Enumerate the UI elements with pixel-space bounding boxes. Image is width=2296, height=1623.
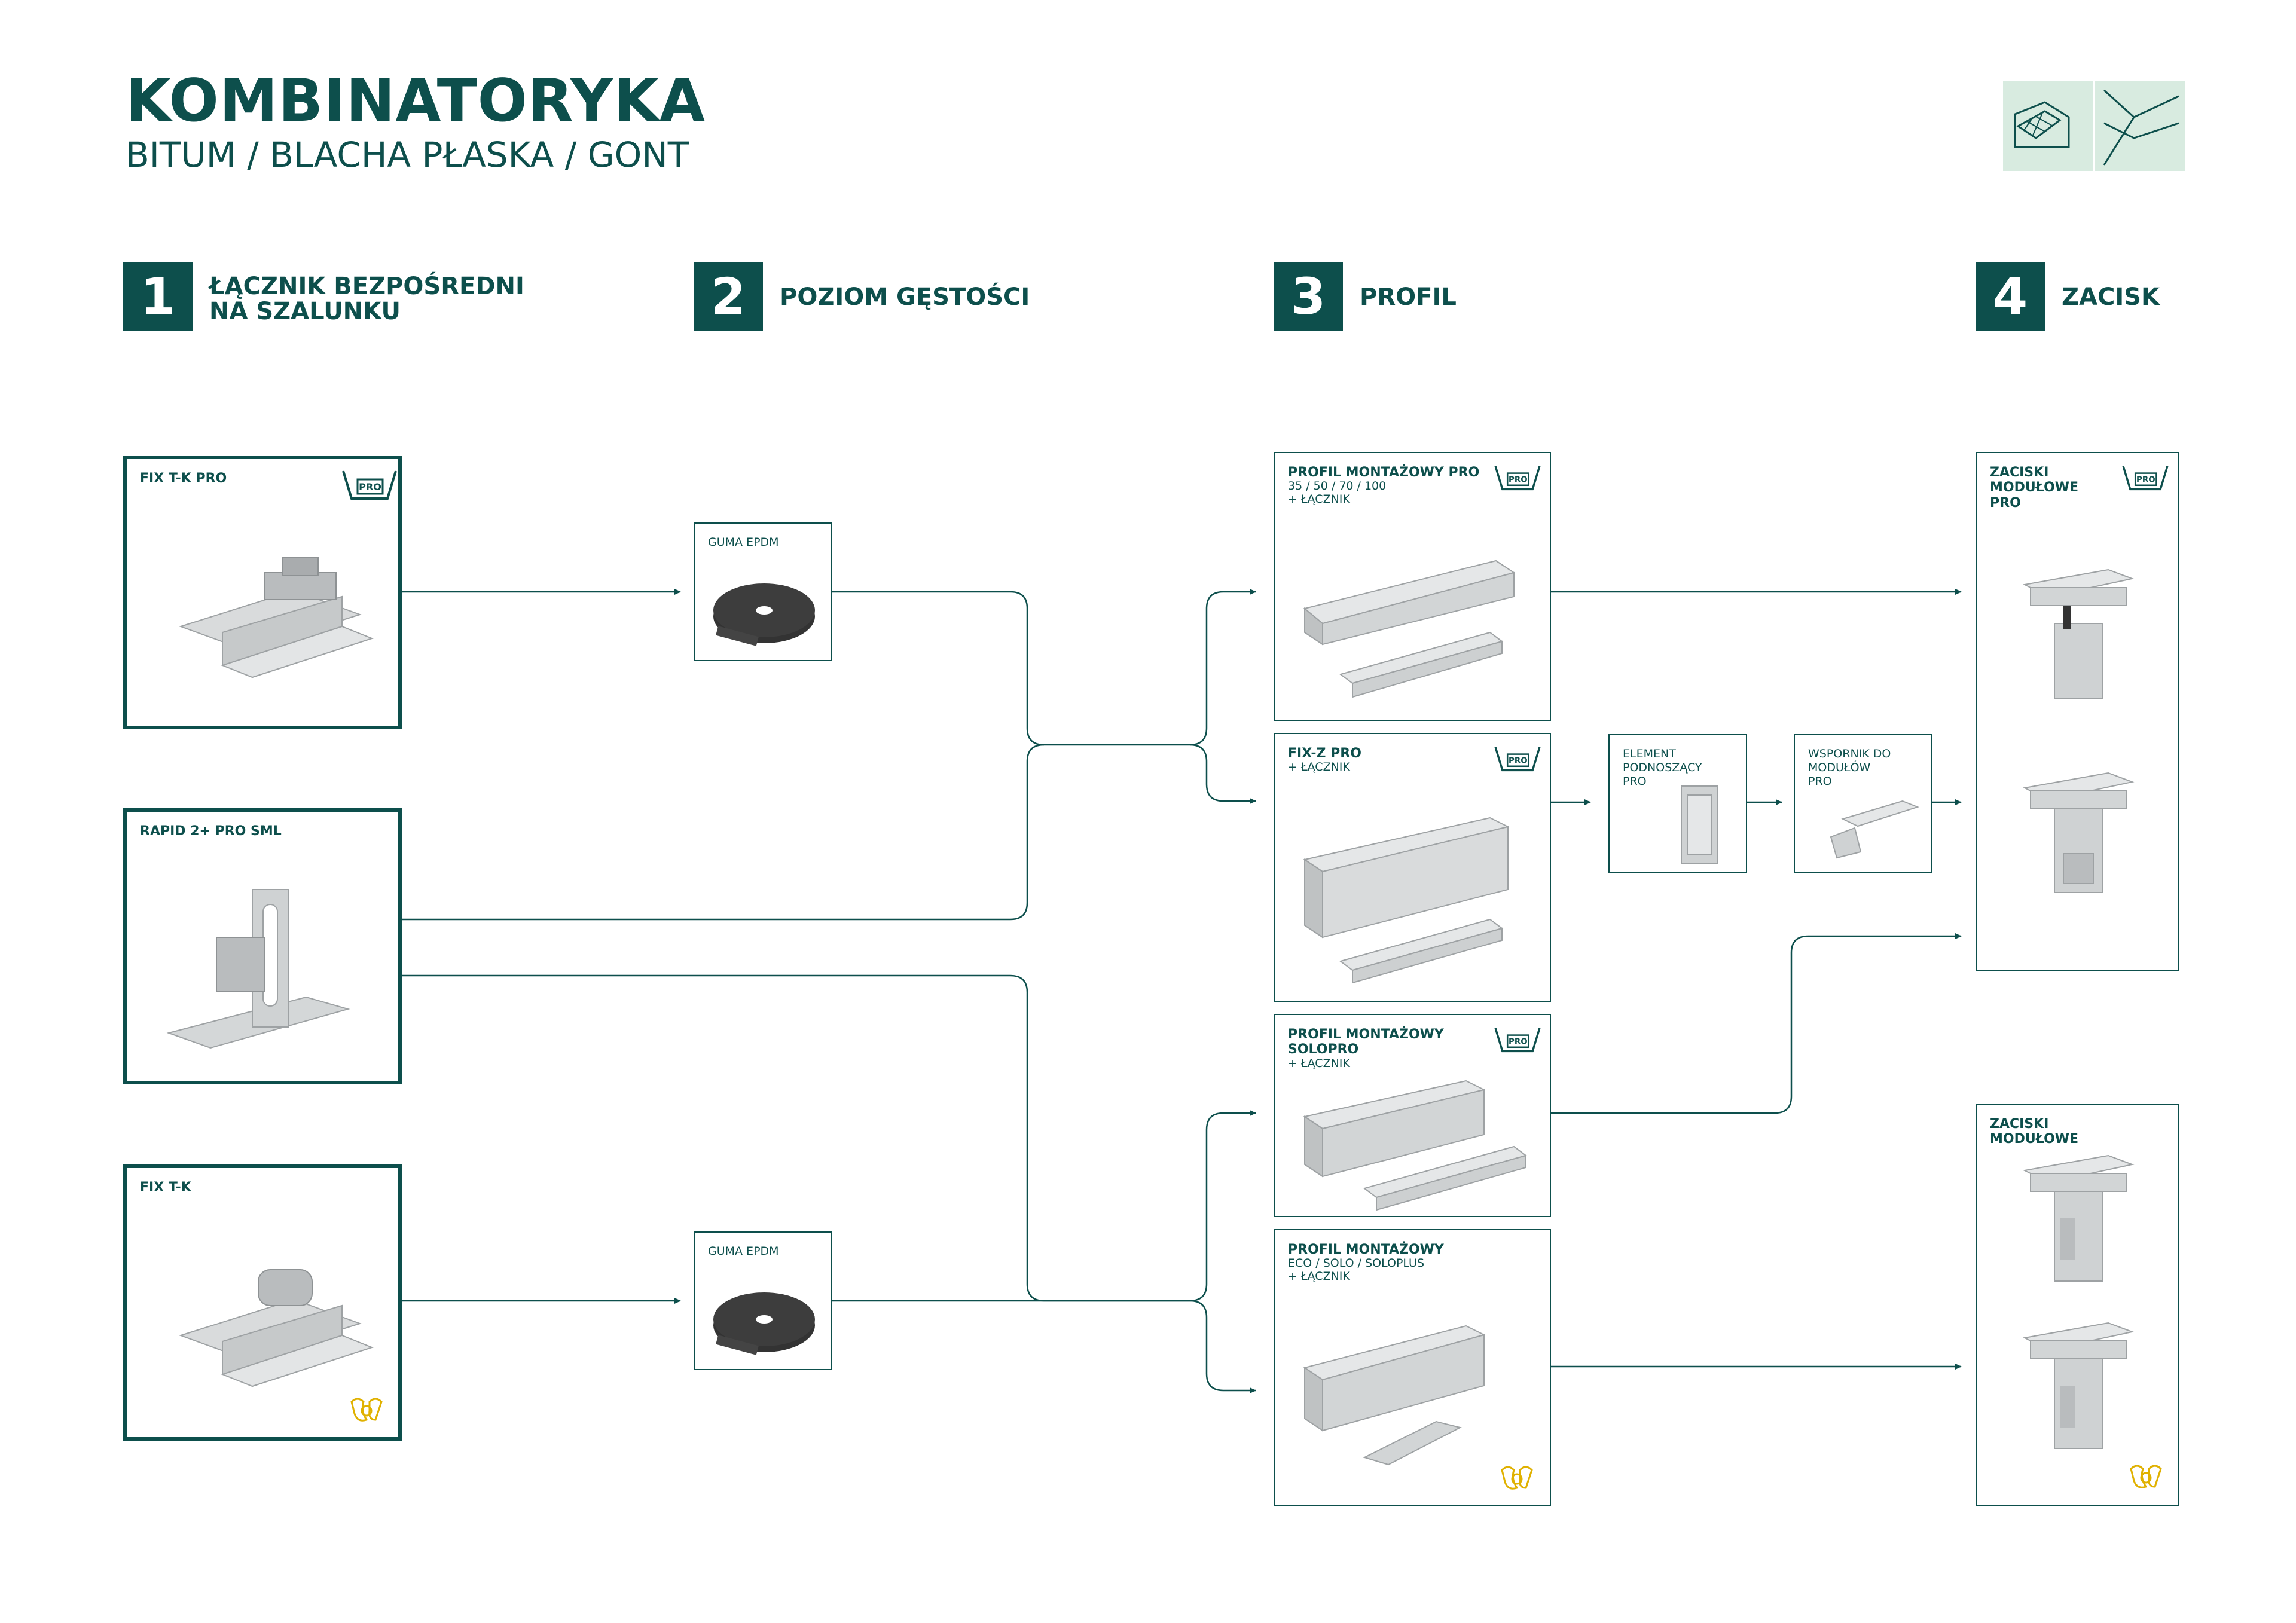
step-1-label-line1: ŁĄCZNIK BEZPOŚREDNI [209, 273, 524, 300]
fix-tk-pro-image [178, 557, 374, 678]
card-line3: PRO [1808, 774, 1832, 788]
connector-merge-solopro [1189, 1110, 1256, 1302]
card-guma-epdm-2[interactable]: GUMA EPDM [694, 1231, 832, 1370]
mid-clamp-pro-image [2022, 772, 2135, 893]
card-line2: MODUŁOWE [1990, 1132, 2079, 1147]
card-line1: WSPORNIK DO [1808, 747, 1891, 760]
pro-badge-icon: PRO [1494, 1028, 1541, 1053]
connector-guma-merge [832, 591, 1190, 746]
card-zaciski-modulowe[interactable]: ZACISKI MODUŁOWE [1976, 1104, 2179, 1506]
card-line1: ZACISKI [1990, 1117, 2049, 1132]
connector-merge-fixz [1189, 744, 1256, 804]
connector-rapid-lower [401, 974, 1190, 1302]
card-wspornik[interactable]: WSPORNIK DO MODUŁÓW PRO [1794, 734, 1932, 873]
mid-clamp-image [2022, 1322, 2135, 1449]
card-title: ZACISKI MODUŁOWE [1990, 1117, 2078, 1147]
page-title: KOMBINATORYKA [126, 67, 706, 135]
solopro-image [1303, 1080, 1528, 1211]
end-clamp-pro-image [2022, 568, 2135, 699]
card-line1: ELEMENT [1623, 747, 1676, 760]
card-title: FIX-Z PRO + ŁĄCZNIK [1288, 746, 1361, 774]
certification-icon [2130, 1465, 2162, 1488]
step-1-label: ŁĄCZNIK BEZPOŚREDNI NA SZALUNKU [209, 274, 524, 324]
card-title: ZACISKI MODUŁOWE PRO [1990, 465, 2078, 511]
card-title: PROFIL MONTAŻOWY SOLOPRO + ŁĄCZNIK [1288, 1027, 1444, 1070]
pro-badge-text: PRO [359, 481, 381, 493]
card-sub-1: + ŁĄCZNIK [1288, 760, 1350, 774]
step-2-number: 2 [694, 262, 763, 331]
card-sub-1: 35 / 50 / 70 / 100 [1288, 479, 1387, 493]
card-line2: MODUŁOWE [1990, 480, 2079, 496]
step-2-label: POZIOM GĘSTOŚCI [780, 283, 1030, 311]
card-title-line1: PROFIL MONTAŻOWY [1288, 1027, 1444, 1042]
card-sub-2: + ŁĄCZNIK [1288, 1270, 1350, 1283]
profil-pro-image [1303, 560, 1516, 698]
card-profil-montazowy-pro[interactable]: PROFIL MONTAŻOWY PRO 35 / 50 / 70 / 100 … [1274, 452, 1551, 721]
card-line1: ZACISKI [1990, 465, 2049, 480]
fix-z-pro-image [1303, 817, 1510, 984]
card-fix-tk[interactable]: FIX T-K [123, 1164, 402, 1441]
rapid-image [166, 889, 350, 1049]
card-line2: MODUŁÓW [1808, 760, 1871, 774]
epdm-roll-image [713, 583, 815, 646]
pro-badge-text: PRO [2136, 476, 2155, 485]
card-title: WSPORNIK DO MODUŁÓW PRO [1808, 747, 1891, 788]
pro-badge-icon: PRO [1494, 747, 1541, 772]
card-title: ELEMENT PODNOSZĄCY PRO [1623, 747, 1702, 788]
card-title: GUMA EPDM [708, 1245, 779, 1258]
profil-eco-image [1303, 1325, 1486, 1466]
epdm-roll-image [713, 1292, 815, 1355]
certification-icon [350, 1398, 383, 1422]
connector-merge-profilpro [1189, 589, 1256, 746]
card-title-main: FIX-Z PRO [1288, 746, 1361, 761]
certification-icon [1501, 1466, 1533, 1490]
card-title: RAPID 2+ PRO SML [140, 824, 282, 839]
card-sub-1: + ŁĄCZNIK [1288, 1056, 1350, 1070]
card-title-main: PROFIL MONTAŻOWY PRO [1288, 465, 1480, 480]
element-image [1681, 785, 1718, 864]
card-line3: PRO [1623, 774, 1647, 788]
pro-badge-text: PRO [1509, 757, 1528, 766]
card-element-podnoszacy[interactable]: ELEMENT PODNOSZĄCY PRO [1608, 734, 1747, 873]
card-fix-z-pro[interactable]: FIX-Z PRO + ŁĄCZNIK PRO [1274, 733, 1551, 1002]
step-4-number: 4 [1976, 262, 2045, 331]
step-4-label: ZACISK [2062, 283, 2160, 311]
card-title-main: PROFIL MONTAŻOWY [1288, 1242, 1444, 1257]
card-guma-epdm-1[interactable]: GUMA EPDM [694, 522, 832, 661]
roof-slope-icon [2095, 81, 2185, 171]
fix-tk-image [178, 1269, 374, 1387]
pro-badge-text: PRO [1509, 476, 1528, 485]
pro-badge-icon: PRO [342, 470, 397, 500]
card-title: PROFIL MONTAŻOWY ECO / SOLO / SOLOPLUS +… [1288, 1242, 1444, 1283]
card-line2: PODNOSZĄCY [1623, 760, 1702, 774]
step-1-label-line2: NA SZALUNKU [209, 298, 401, 325]
card-line3: PRO [1990, 495, 2021, 511]
pro-badge-icon: PRO [2122, 466, 2169, 491]
card-title: FIX T-K [140, 1180, 191, 1195]
connector-rapid-merge [401, 744, 1045, 921]
step-3-label: PROFIL [1360, 283, 1457, 311]
pro-badge-text: PRO [1509, 1038, 1528, 1047]
connector-solopro-zaciski [1551, 933, 1962, 1114]
card-profil-solopro[interactable]: PROFIL MONTAŻOWY SOLOPRO + ŁĄCZNIK PRO [1274, 1014, 1551, 1217]
card-title: PROFIL MONTAŻOWY PRO 35 / 50 / 70 / 100 … [1288, 465, 1479, 506]
card-profil-eco[interactable]: PROFIL MONTAŻOWY ECO / SOLO / SOLOPLUS +… [1274, 1229, 1551, 1506]
connector-merge-eco [1189, 1300, 1256, 1393]
card-fix-tk-pro[interactable]: FIX T-K PRO PRO [123, 456, 402, 729]
card-sub-1: ECO / SOLO / SOLOPLUS [1288, 1257, 1425, 1270]
roof-panel-icon [2003, 81, 2093, 171]
card-zaciski-modulowe-pro[interactable]: ZACISKI MODUŁOWE PRO PRO [1976, 452, 2179, 971]
card-rapid[interactable]: RAPID 2+ PRO SML [123, 808, 402, 1084]
card-sub-2: + ŁĄCZNIK [1288, 493, 1350, 506]
page-subtitle: BITUM / BLACHA PŁASKA / GONT [126, 135, 689, 175]
step-3-number: 3 [1274, 262, 1343, 331]
end-clamp-image [2022, 1154, 2135, 1282]
wspornik-image [1830, 800, 1919, 859]
card-title: FIX T-K PRO [140, 471, 227, 486]
pro-badge-icon: PRO [1494, 466, 1541, 491]
card-title: GUMA EPDM [708, 536, 779, 549]
step-1-number: 1 [123, 262, 193, 331]
card-title-line2: SOLOPRO [1288, 1042, 1359, 1057]
